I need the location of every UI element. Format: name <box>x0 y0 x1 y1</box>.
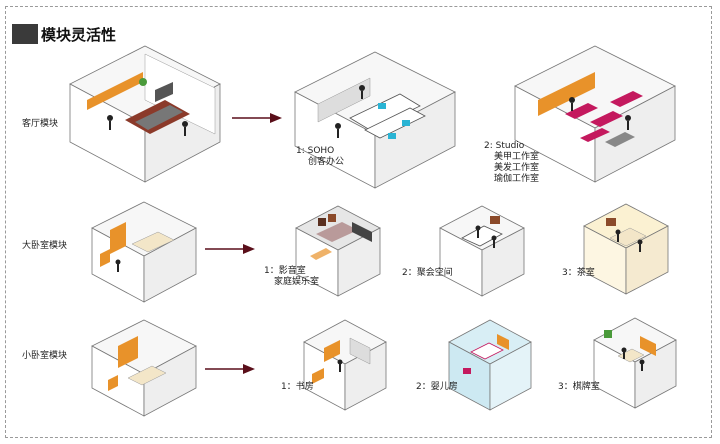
home-theater-label: 1：影音室 家庭娱乐室 <box>264 266 319 288</box>
row-label-living-room: 客厅模块 <box>22 119 58 130</box>
small-bedroom-module-illustration <box>88 318 200 418</box>
nursery-label: 2：婴儿房 <box>416 382 458 393</box>
study-illustration <box>300 318 390 413</box>
tea-room-illustration <box>580 202 672 297</box>
studio-label-line3: 美发工作室 <box>484 163 539 174</box>
soho-label-line1: 1: SOHO <box>296 146 344 157</box>
studio-label-line1: 2: Studio <box>484 141 539 152</box>
soho-label-line2: 创客办公 <box>296 157 344 168</box>
studio-label: 2: Studio 美甲工作室 美发工作室 瑜伽工作室 <box>484 141 539 185</box>
soho-label: 1: SOHO 创客办公 <box>296 146 344 168</box>
tea-room-label: 3：茶室 <box>562 268 595 279</box>
chess-card-room-illustration <box>590 316 680 411</box>
title-marker-block <box>12 24 38 44</box>
row-label-master-bedroom: 大卧室模块 <box>22 241 67 252</box>
soho-module-illustration <box>290 48 460 193</box>
home-theater-label-line2: 家庭娱乐室 <box>264 277 319 288</box>
party-space-label: 2：聚会空间 <box>402 268 453 279</box>
home-theater-label-line1: 1：影音室 <box>264 266 319 277</box>
studio-label-line2: 美甲工作室 <box>484 152 539 163</box>
nursery-illustration <box>445 318 535 413</box>
studio-label-line4: 瑜伽工作室 <box>484 174 539 185</box>
row-label-small-bedroom: 小卧室模块 <box>22 351 67 362</box>
arrow-row1 <box>232 112 282 124</box>
party-space-illustration <box>436 204 528 299</box>
living-room-module-illustration <box>65 42 225 187</box>
arrow-row3 <box>205 363 255 375</box>
master-bedroom-module-illustration <box>88 200 200 305</box>
chess-card-room-label: 3：棋牌室 <box>558 382 600 393</box>
study-label: 1：书房 <box>281 382 314 393</box>
arrow-row2 <box>205 243 255 255</box>
